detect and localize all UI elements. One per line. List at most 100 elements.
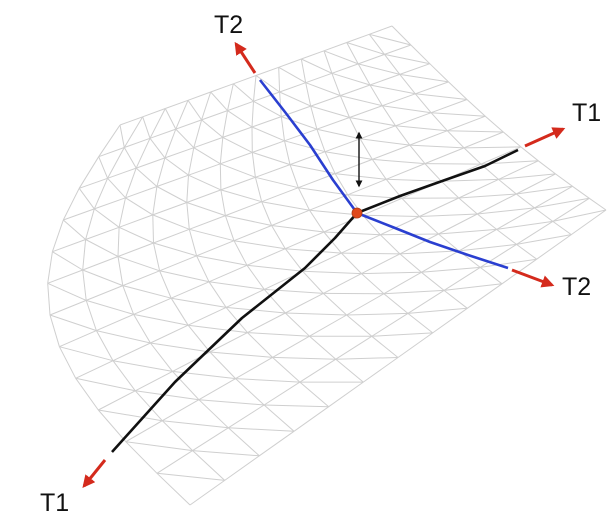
mesh-edge (125, 441, 193, 452)
mesh-edge (124, 137, 151, 148)
mesh-edge (208, 281, 265, 290)
mesh-edge (209, 351, 236, 379)
mesh-edge (263, 381, 301, 406)
mesh-edge (150, 342, 210, 353)
mesh-edge (414, 93, 432, 114)
mesh-edge (164, 157, 189, 176)
mesh-edge (165, 99, 189, 109)
mesh-edge (369, 84, 383, 106)
mesh-edge (189, 479, 225, 506)
mesh-edge (263, 404, 295, 432)
mesh-edge (251, 126, 285, 142)
mesh-edge (359, 138, 373, 160)
mesh-edge (156, 472, 225, 481)
mesh-edge (293, 406, 329, 432)
mesh-edge (210, 83, 234, 93)
mesh-edge (252, 151, 291, 166)
label-t2-right: T2 (562, 273, 591, 301)
label-t2-top: T2 (214, 11, 243, 39)
mesh-edge (235, 356, 273, 380)
mesh-edge (301, 50, 325, 60)
mesh-edge (75, 360, 114, 379)
mesh-edge (399, 74, 416, 95)
mesh-edge (85, 208, 95, 240)
mesh-edge (209, 332, 248, 353)
mesh-edge (253, 91, 280, 102)
mesh-edge (171, 281, 210, 299)
mesh-edge (78, 188, 95, 210)
mesh-edge (383, 271, 422, 295)
t1-tangent-curve (111, 148, 519, 453)
mesh-edge (135, 167, 158, 187)
mesh-edge (219, 163, 222, 190)
mesh-edge (358, 63, 400, 75)
mesh-edge (119, 124, 125, 148)
mesh-edge (516, 234, 572, 245)
mesh-edge (271, 225, 286, 249)
mesh-edge (188, 174, 222, 191)
mesh-edge (253, 75, 257, 102)
mesh-edge (498, 160, 539, 180)
mesh-edge (285, 312, 347, 316)
mesh-edge (227, 110, 253, 128)
mesh-edge (164, 128, 177, 159)
mesh-edge (201, 119, 224, 138)
mesh-edge (372, 158, 425, 165)
mesh-edge (399, 73, 449, 83)
mesh-edge (458, 197, 478, 215)
mesh-edge (227, 427, 260, 457)
mesh-edge (187, 100, 203, 121)
mesh-edge (220, 151, 253, 165)
mesh-edge (431, 112, 486, 117)
mesh-edge (424, 147, 465, 165)
mesh-edge (188, 163, 221, 176)
mesh-edge (187, 91, 211, 101)
mesh-edge (63, 208, 95, 221)
mesh-edge (310, 105, 350, 118)
mesh-edge (47, 283, 51, 316)
mesh-edge (52, 251, 83, 271)
mesh-edge (49, 314, 60, 347)
mesh-edge (360, 138, 410, 146)
mesh-edge (386, 178, 442, 182)
mesh-edge (419, 216, 439, 235)
mesh-edge (98, 124, 121, 157)
mesh-edge (98, 156, 109, 179)
mesh-edge (252, 140, 285, 153)
mesh-edge (98, 147, 125, 158)
mesh-edge (285, 231, 325, 250)
mesh-edge (430, 99, 468, 114)
mesh-edge (571, 209, 607, 236)
mesh-edge (152, 186, 158, 215)
mesh-edge (359, 125, 396, 140)
mesh-edge (225, 307, 248, 333)
mesh-edge (279, 82, 306, 93)
mesh-edge (235, 378, 265, 406)
mesh-edge (142, 116, 151, 139)
mesh-edge (122, 285, 135, 315)
mesh-edge (222, 126, 253, 138)
mesh-edge (322, 293, 347, 316)
mesh-edge (285, 292, 324, 314)
mesh-edge (198, 399, 265, 406)
mesh-edge (391, 25, 412, 46)
mesh-edge (112, 360, 136, 392)
mesh-edge (399, 253, 422, 273)
mesh-edge (224, 455, 260, 481)
mesh-edge (246, 264, 303, 272)
mesh-edge (93, 178, 109, 210)
mesh-edge (96, 330, 151, 344)
mesh-edge (395, 125, 448, 132)
mesh-edge (316, 129, 326, 152)
mesh-edge (369, 73, 400, 86)
mesh-edge (552, 209, 607, 222)
mesh-edge (193, 136, 223, 149)
mesh-edge (49, 299, 87, 316)
mesh-edge (323, 50, 359, 65)
mesh-edge (331, 73, 341, 96)
mesh-edge (278, 58, 302, 68)
mesh-edge (346, 33, 370, 43)
mesh-edge (448, 81, 468, 100)
mesh-edge (251, 101, 254, 128)
mesh-edge (516, 243, 537, 260)
